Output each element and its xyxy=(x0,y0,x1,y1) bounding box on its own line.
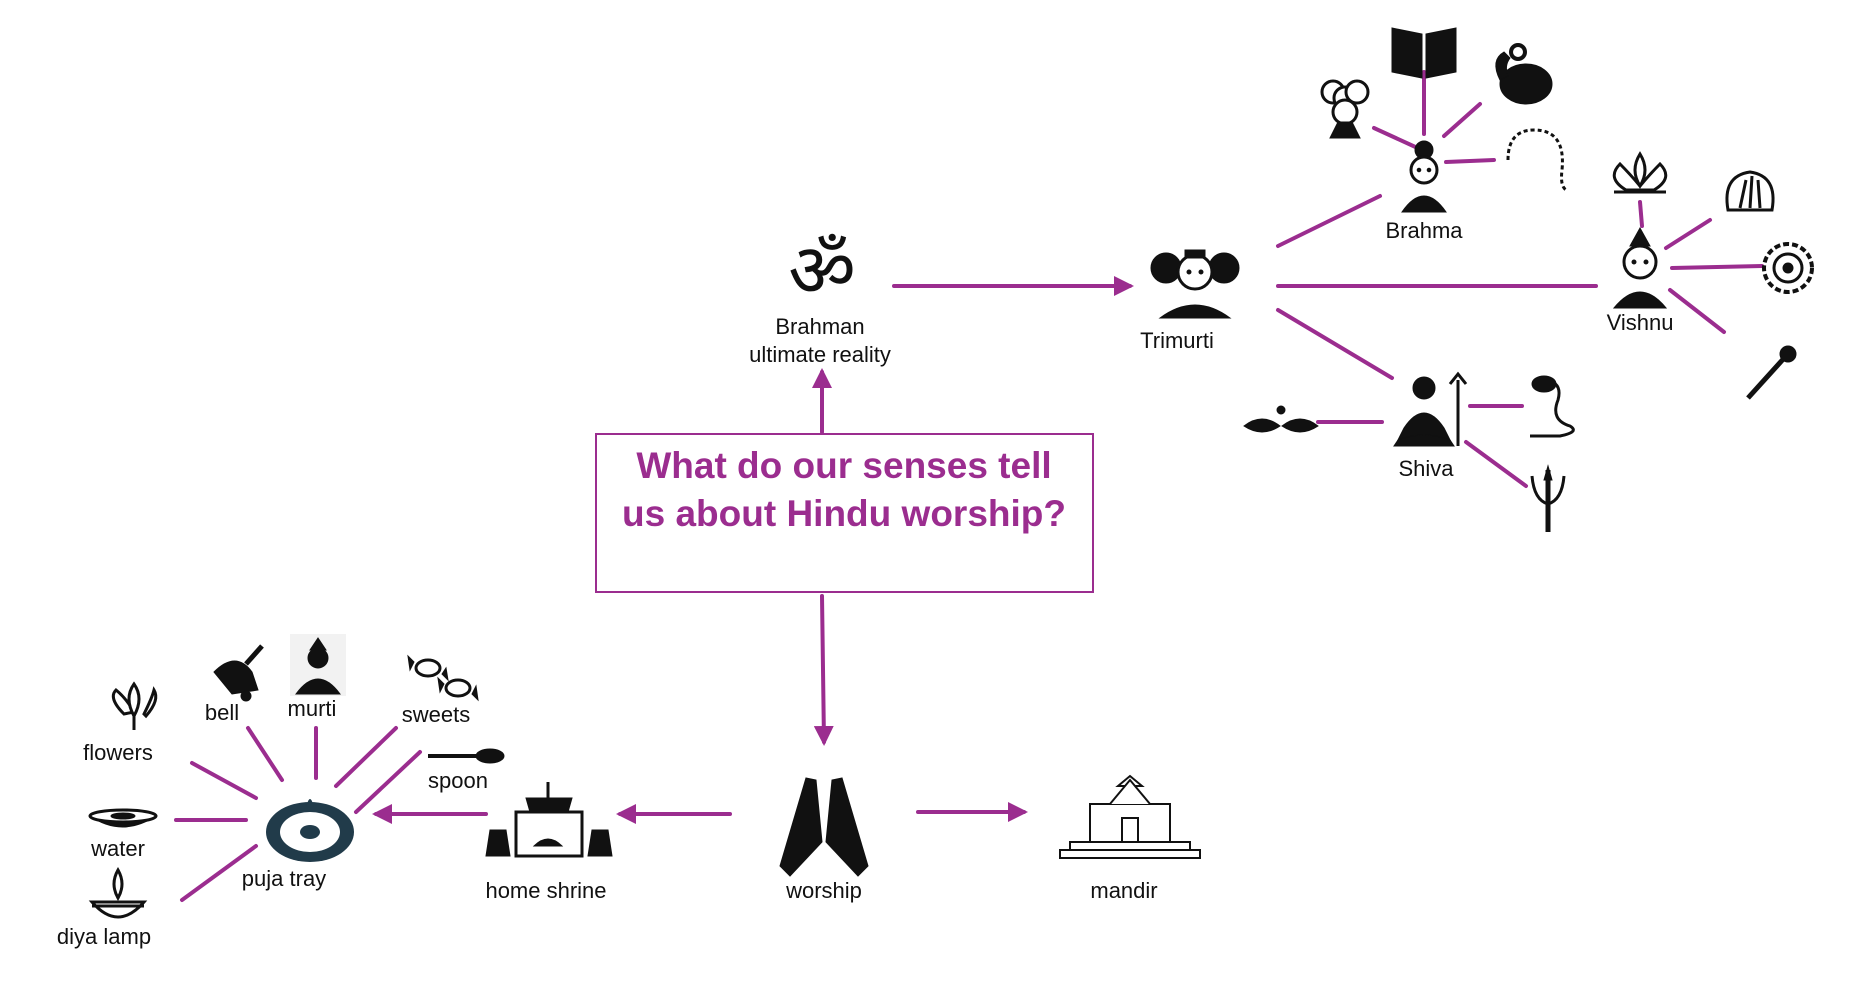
brahman-label: Brahman xyxy=(775,314,864,339)
brahma-icon xyxy=(1401,140,1447,213)
murti-label: murti xyxy=(288,696,337,721)
flowers-label: flowers xyxy=(83,740,153,765)
water-label: water xyxy=(90,836,145,861)
prayer-beads-icon xyxy=(1506,128,1567,192)
bell-label: bell xyxy=(205,700,239,725)
vishnu-icon xyxy=(1612,226,1668,309)
trident-icon xyxy=(1530,464,1566,532)
mace-icon xyxy=(1746,345,1797,400)
sweets-icon xyxy=(407,654,479,702)
line-tray-to-bell xyxy=(246,726,284,782)
spoon-label: spoon xyxy=(428,768,488,793)
book-icon xyxy=(1391,27,1457,79)
spoon-icon xyxy=(428,748,505,764)
line-tray-to-spoon xyxy=(354,750,422,814)
diya-lamp-label: diya lamp xyxy=(57,924,151,949)
sweets-label: sweets xyxy=(402,702,470,727)
shiva-label: Shiva xyxy=(1398,456,1454,481)
murti-icon xyxy=(290,634,346,696)
title-line-2: us about Hindu worship? xyxy=(622,493,1066,534)
line-tray-to-sweets xyxy=(334,726,398,788)
praying-hands-icon xyxy=(779,777,869,877)
line-shiva-to-trident xyxy=(1464,440,1528,488)
title-line-1: What do our senses tell xyxy=(636,445,1051,486)
worship-label: worship xyxy=(785,878,862,903)
line-vishnu-to-conch xyxy=(1664,218,1712,250)
third-eye-icon xyxy=(1243,405,1319,433)
chakra-icon xyxy=(1762,242,1814,294)
mandir-label: mandir xyxy=(1090,878,1157,903)
connectors xyxy=(174,70,1764,902)
puja-tray-icon xyxy=(266,799,354,862)
shiva-icon xyxy=(1393,371,1468,447)
puja-tray-label: puja tray xyxy=(242,866,326,891)
snake-icon xyxy=(1530,375,1575,438)
line-trimurti-to-shiva xyxy=(1276,308,1394,380)
bell-icon xyxy=(213,644,264,702)
line-brahma-to-faces xyxy=(1372,126,1424,152)
vishnu-label: Vishnu xyxy=(1607,310,1674,335)
vishnu-lotus-icon xyxy=(1612,151,1668,194)
home-shrine-label: home shrine xyxy=(485,878,606,903)
line-tray-to-diya xyxy=(180,844,258,902)
line-vishnu-to-mace xyxy=(1668,288,1726,334)
water-bowl-icon xyxy=(88,808,158,828)
trimurti-icon xyxy=(1150,249,1240,319)
brahma-label: Brahma xyxy=(1385,218,1463,243)
title-box: What do our senses tell us about Hindu w… xyxy=(595,433,1094,593)
line-vishnu-to-lotus xyxy=(1638,200,1644,228)
lotus-icon xyxy=(111,681,158,730)
diya-lamp-icon xyxy=(88,866,148,919)
line-brahma-to-pot xyxy=(1442,102,1482,138)
brahman-sublabel: ultimate reality xyxy=(749,342,891,367)
line-brahma-to-beads xyxy=(1444,158,1496,164)
arrow-title-to-worship xyxy=(813,594,834,746)
temple-icon xyxy=(1059,774,1201,859)
om-icon: ॐ xyxy=(788,228,856,314)
shrine-icon xyxy=(485,782,613,858)
conch-shell-icon xyxy=(1725,170,1775,212)
water-pot-icon xyxy=(1495,43,1553,105)
four-faces-icon xyxy=(1320,79,1370,139)
svg-text:ॐ: ॐ xyxy=(788,228,856,314)
trimurti-label: Trimurti xyxy=(1140,328,1214,353)
line-trimurti-to-brahma xyxy=(1276,194,1382,248)
line-vishnu-to-chakra xyxy=(1670,264,1764,270)
line-tray-to-flowers xyxy=(190,761,258,800)
